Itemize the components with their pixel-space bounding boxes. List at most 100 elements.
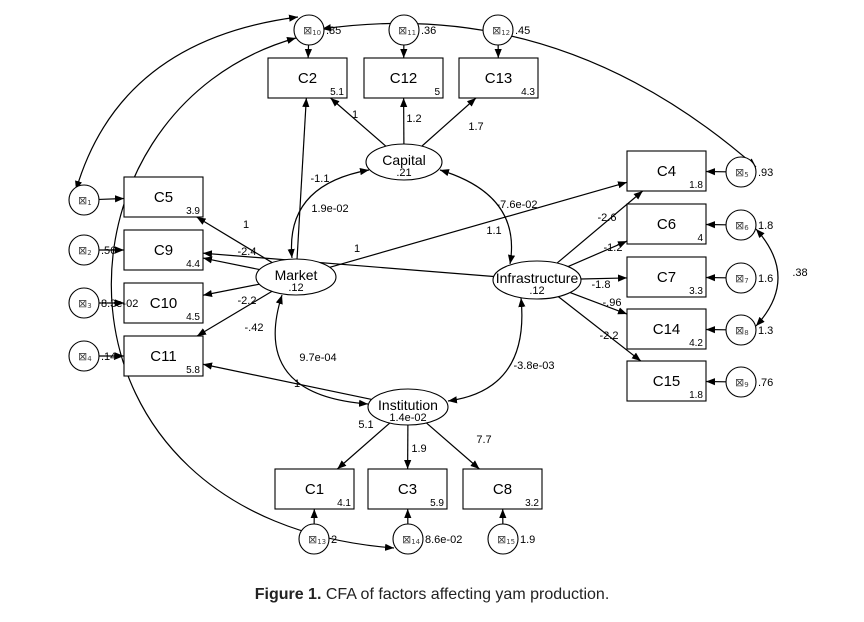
error-index-e2: 2 xyxy=(87,249,91,257)
indicator-name-C8: C8 xyxy=(493,481,512,498)
path-arrow-market-C5 xyxy=(196,216,273,264)
covariance-market-institution xyxy=(274,294,369,407)
error-index-e13: 13 xyxy=(317,538,326,546)
path-coefficient-infrastructure-C7: -1.8 xyxy=(592,279,611,291)
error-index-e4: 4 xyxy=(87,355,92,363)
path-coefficient-market-C4: -7.6e-02 xyxy=(497,199,538,211)
error-index-e9: 9 xyxy=(744,381,748,389)
path-arrow-infrastructure-C14 xyxy=(569,291,628,315)
indicator-intercept-C3: 5.9 xyxy=(430,498,444,509)
indicator-intercept-C7: 3.3 xyxy=(689,286,703,297)
error-term-e11 xyxy=(388,14,420,46)
error-variance-e6: 1.8 xyxy=(758,220,773,232)
error-index-e14: 14 xyxy=(411,538,420,546)
indicator-name-C11: C11 xyxy=(150,348,176,365)
path-coefficient-infrastructure-C6: -1.2 xyxy=(604,242,623,254)
indicator-intercept-C10: 4.5 xyxy=(186,312,200,323)
indicator-name-C7: C7 xyxy=(657,269,676,286)
path-arrow-market-C11 xyxy=(196,290,273,337)
error-term-e15 xyxy=(487,523,519,555)
indicator-box-C5 xyxy=(123,176,204,218)
error-term-e4 xyxy=(68,340,100,372)
error-term-e8 xyxy=(725,314,757,346)
indicator-box-C14 xyxy=(626,308,707,350)
error-arrow-e1 xyxy=(98,195,125,203)
latent-variance-capital: .21 xyxy=(396,167,411,179)
latent-factor-infrastructure xyxy=(492,260,582,300)
error-term-e7 xyxy=(725,262,757,294)
path-coefficient-infrastructure-C14: -.96 xyxy=(603,297,622,309)
caption-label: Figure 1. xyxy=(254,586,322,603)
covariance-e10-e14 xyxy=(110,36,395,551)
indicator-name-C14: C14 xyxy=(653,321,681,338)
error-index-e8: 8 xyxy=(744,329,748,337)
indicator-name-C6: C6 xyxy=(657,216,676,233)
path-coefficient-market-C9: -2.4 xyxy=(238,246,257,258)
covariance-infrastructure-institution xyxy=(447,297,526,404)
indicator-box-C15 xyxy=(626,360,707,402)
error-index-e7: 7 xyxy=(744,277,748,285)
path-coefficient-market-C2: -1.1 xyxy=(311,173,330,185)
path-arrow-infrastructure-C6 xyxy=(567,240,628,268)
indicator-intercept-C5: 3.9 xyxy=(186,206,200,217)
latent-variance-market: .12 xyxy=(288,282,303,294)
indicator-box-C9 xyxy=(123,229,204,271)
indicator-intercept-C13: 4.3 xyxy=(521,87,535,98)
indicator-name-C10: C10 xyxy=(150,295,178,312)
caption-text: CFA of factors affecting yam production. xyxy=(325,586,610,603)
path-coefficient-market-C10: -2.2 xyxy=(238,295,257,307)
covariance-e10-e5 xyxy=(321,22,757,168)
covariance-label-capital-market: 1.9e-02 xyxy=(311,203,348,215)
indicator-box-C2 xyxy=(267,57,348,99)
indicator-intercept-C15: 1.8 xyxy=(689,390,703,401)
error-term-e2 xyxy=(68,234,100,266)
indicator-intercept-C1: 4.1 xyxy=(337,498,351,509)
indicator-intercept-C9: 4.4 xyxy=(186,259,200,270)
path-coefficient-infrastructure-C15: -2.2 xyxy=(600,330,619,342)
path-arrow-infrastructure-C4 xyxy=(556,190,644,264)
error-index-e12: 12 xyxy=(501,29,510,37)
indicator-intercept-C14: 4.2 xyxy=(689,338,703,349)
indicator-box-C3 xyxy=(367,468,448,510)
error-variance-e2: .56 xyxy=(101,245,116,257)
path-coefficient-capital-C13: 1.7 xyxy=(468,121,483,133)
latent-factor-institution xyxy=(367,388,449,426)
path-coefficient-institution-C8: 7.7 xyxy=(476,434,491,446)
path-arrow-institution-C11 xyxy=(202,362,372,401)
indicator-intercept-C11: 5.8 xyxy=(186,365,200,376)
latent-variance-institution: 1.4e-02 xyxy=(389,412,426,424)
figure-caption: Figure 1. CFA of factors affecting yam p… xyxy=(0,586,864,604)
path-arrow-institution-C8 xyxy=(426,422,480,470)
indicator-box-C13 xyxy=(458,57,539,99)
error-index-e5: 5 xyxy=(744,171,748,179)
indicator-box-C12 xyxy=(363,57,444,99)
indicator-box-C10 xyxy=(123,282,204,324)
path-coefficient-capital-C12: 1.2 xyxy=(406,113,421,125)
covariance-label-e6-e8: .38 xyxy=(792,267,807,279)
covariance-e6-e8 xyxy=(755,228,779,327)
indicator-name-C5: C5 xyxy=(154,189,173,206)
error-variance-e9: .76 xyxy=(758,377,773,389)
error-index-e15: 15 xyxy=(506,538,515,546)
error-index-e1: 1 xyxy=(87,199,91,207)
error-variance-e11: .36 xyxy=(421,25,436,37)
indicator-name-C9: C9 xyxy=(154,242,173,259)
error-term-e14 xyxy=(392,523,424,555)
error-index-e3: 3 xyxy=(87,302,91,310)
path-coefficient-infrastructure-C4: -2.6 xyxy=(598,212,617,224)
error-term-e9 xyxy=(725,366,757,398)
error-variance-e4: .14 xyxy=(101,351,116,363)
indicator-intercept-C8: 3.2 xyxy=(525,498,539,509)
covariance-label-capital-infrastructure: 1.1 xyxy=(486,225,501,237)
path-coefficient-infrastructure-C9: 1 xyxy=(354,243,360,255)
path-coefficient-market-C11: -.42 xyxy=(245,322,264,334)
path-arrow-infrastructure-C7 xyxy=(580,274,628,282)
error-variance-e5: .93 xyxy=(758,167,773,179)
cfa-path-diagram: ⊠1⊠2⊠3⊠4⊠5⊠6⊠7⊠8⊠9⊠10⊠11⊠12⊠13⊠14⊠15C25.… xyxy=(68,14,808,555)
indicator-box-C6 xyxy=(626,203,707,245)
error-variance-e10: .85 xyxy=(326,25,341,37)
error-term-e12 xyxy=(482,14,514,46)
path-coefficient-capital-C2: 1 xyxy=(352,109,358,121)
path-arrow-capital-C2 xyxy=(330,97,387,147)
path-arrow-market-C4 xyxy=(329,181,628,268)
